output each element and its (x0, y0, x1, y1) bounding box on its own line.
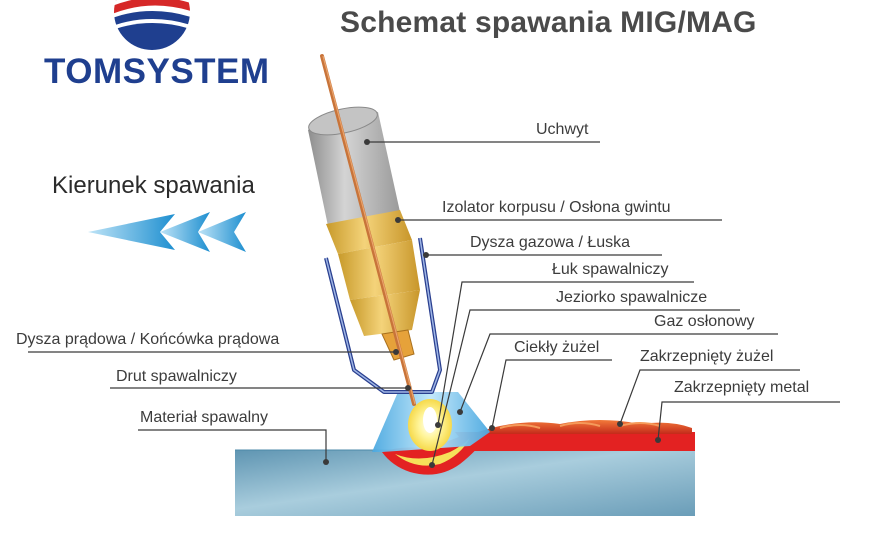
label-izolator: Izolator korpusu / Osłona gwintu (442, 199, 671, 216)
label-dysza-pradowa: Dysza prądowa / Końcówka prądowa (16, 331, 280, 348)
label-dysza-gazowa: Dysza gazowa / Łuska (470, 234, 631, 251)
solidified-slag (478, 420, 692, 434)
contact-tip-body (350, 290, 420, 336)
label-uchwyt: Uchwyt (536, 121, 589, 138)
leader-zakrzepniety-metal (657, 401, 840, 441)
page-title: Schemat spawania MIG/MAG (340, 6, 757, 39)
leader-luk (437, 281, 694, 426)
leader-ciekly-zuzel (491, 359, 612, 429)
welding-wire (320, 54, 416, 406)
label-material: Materiał spawalny (140, 409, 269, 426)
label-zakrzepniety-metal: Zakrzepnięty metal (674, 379, 810, 396)
label-zakrzepniety-zuzel: Zakrzepnięty żużel (640, 348, 774, 365)
label-ciekly-zuzel: Ciekły żużel (514, 339, 600, 356)
label-gaz: Gaz osłonowy (654, 313, 755, 330)
label-jeziorko: Jeziorko spawalnicze (556, 289, 708, 306)
leader-material (138, 429, 327, 462)
direction-label: Kierunek spawania (52, 172, 255, 199)
label-drut: Drut spawalniczy (116, 368, 237, 385)
torch-holder (308, 110, 400, 226)
base-metal-plate (235, 450, 695, 516)
leader-zakrzepniety-zuzel (619, 369, 800, 425)
brand-logo-text: TOMSYSTEM (44, 52, 270, 91)
solidified-metal (455, 432, 695, 451)
leader-jeziorko (431, 309, 740, 466)
label-luk: Łuk spawalniczy (552, 261, 669, 278)
leader-gaz (459, 333, 778, 413)
